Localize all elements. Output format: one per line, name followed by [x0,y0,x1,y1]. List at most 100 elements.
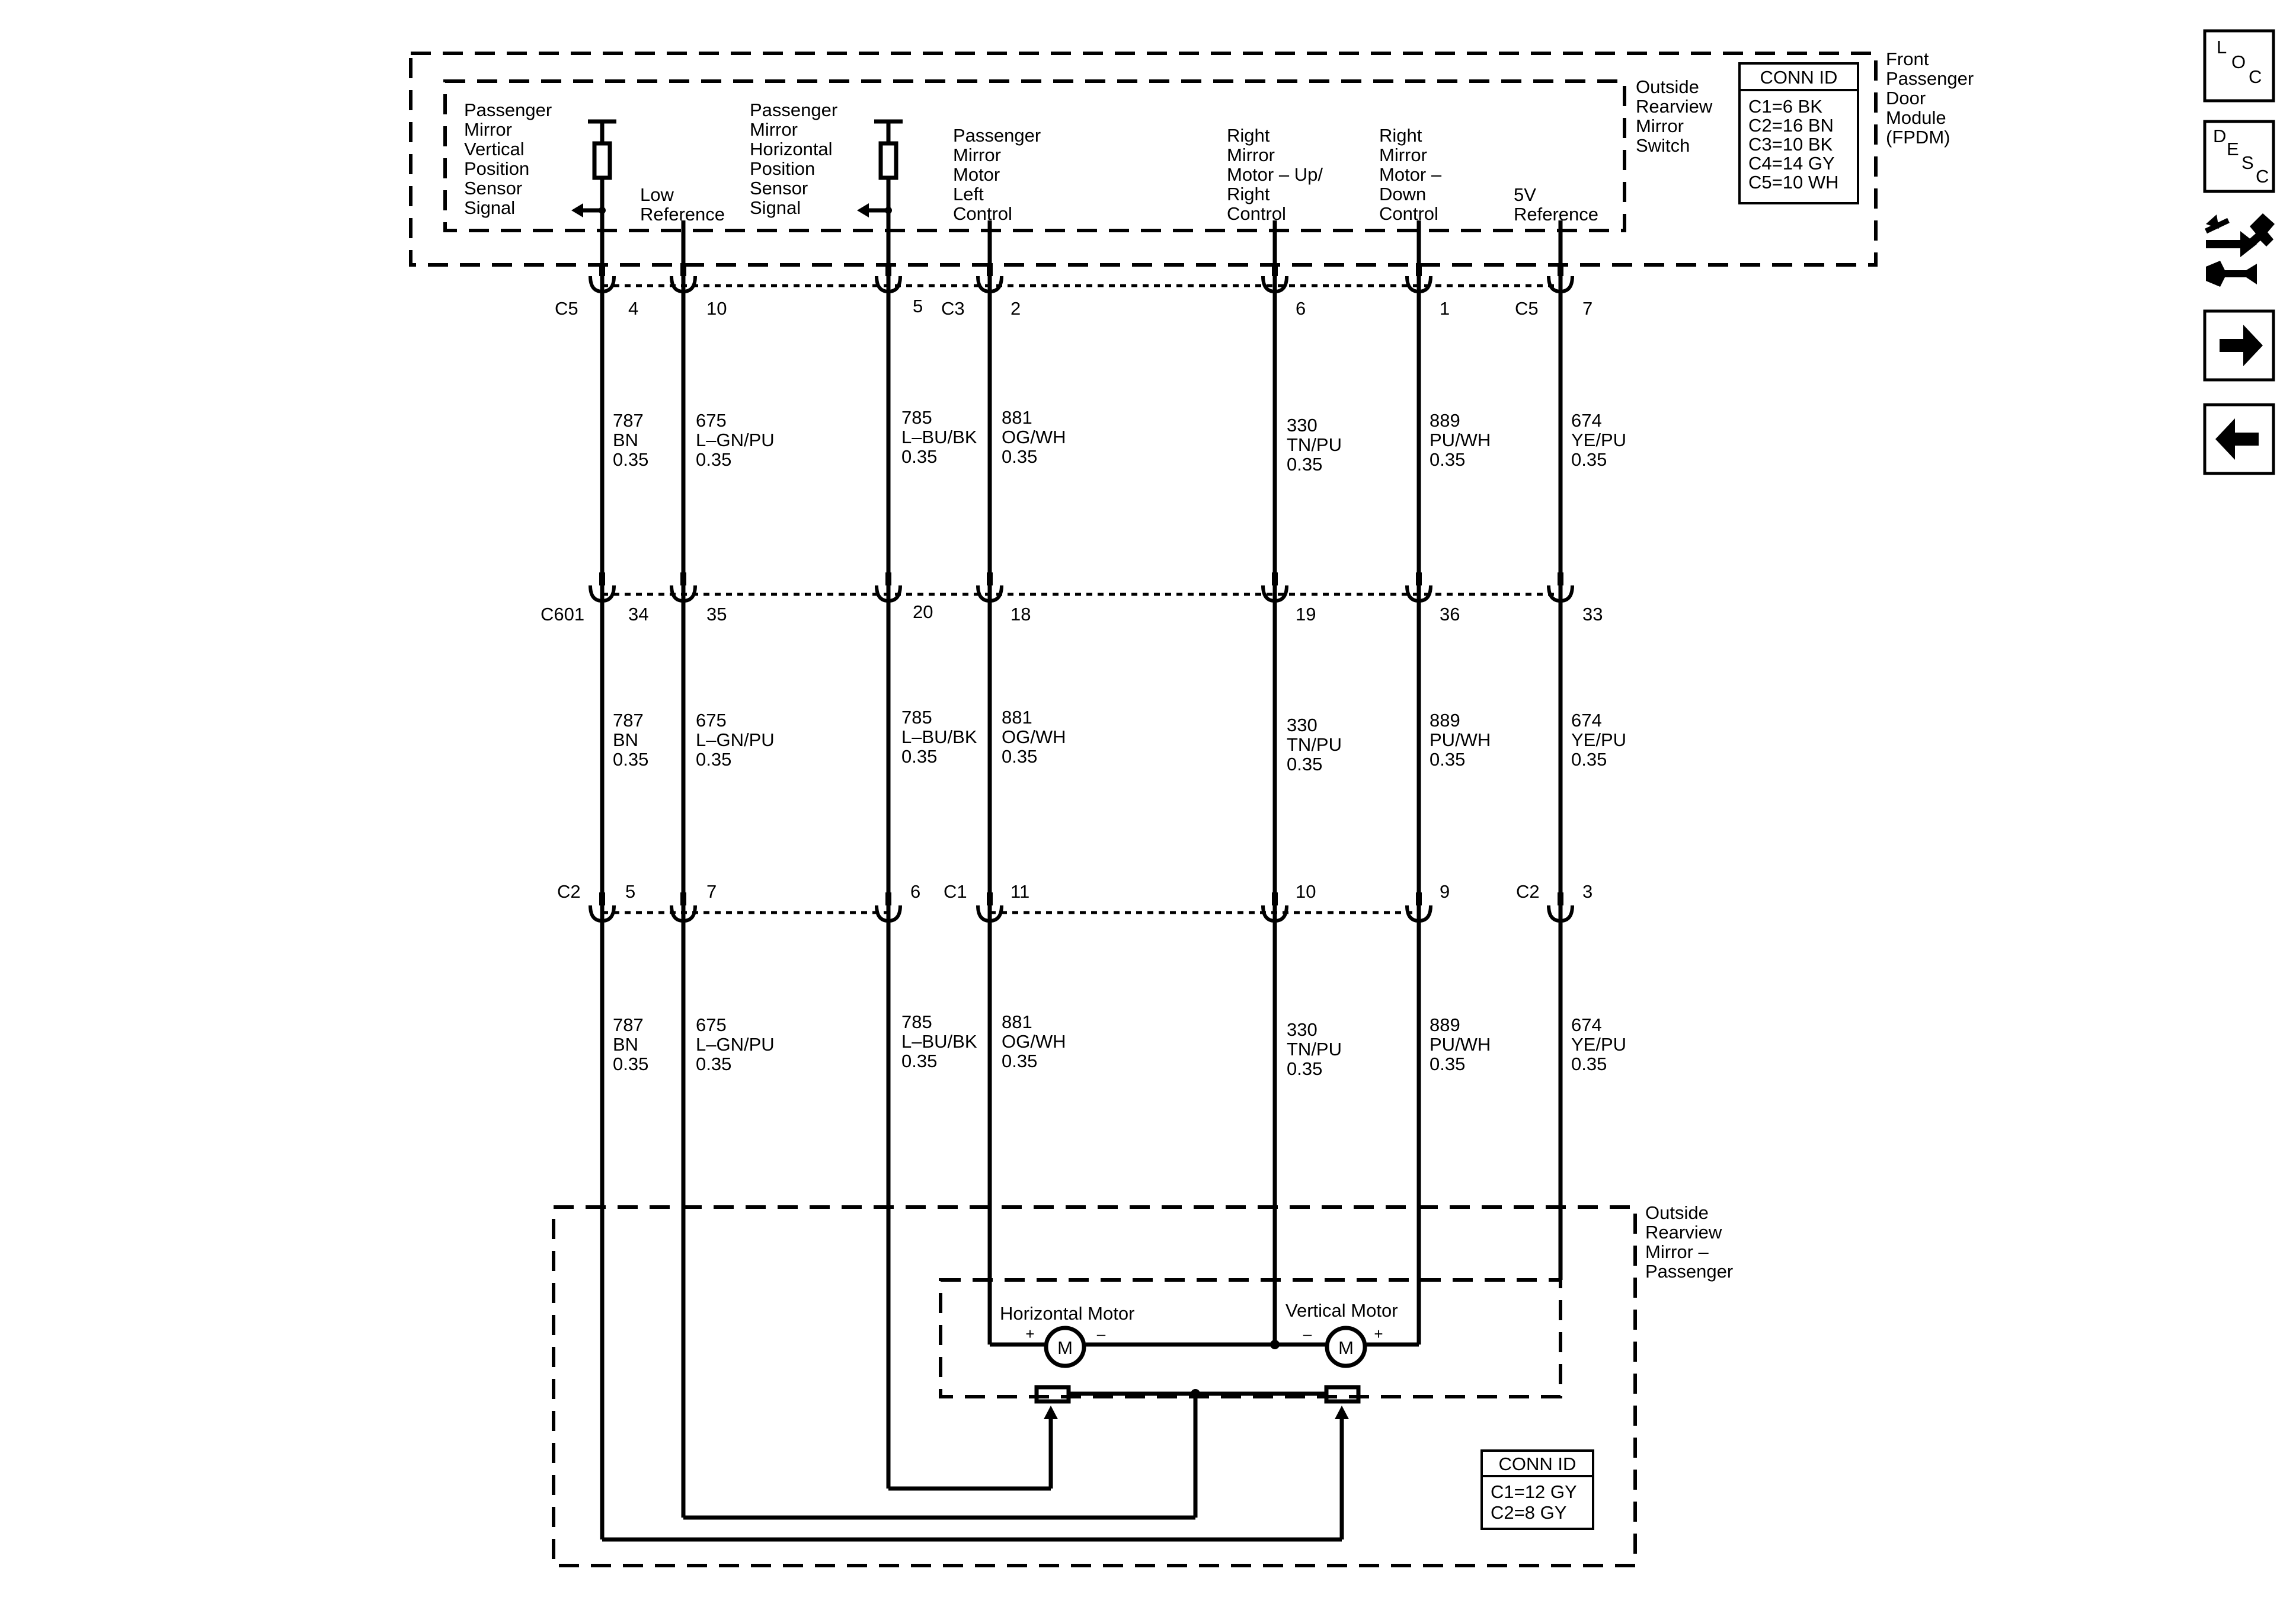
conn-row1-pin-3: 5 [913,296,923,316]
label-5v-reference: 5V Reference [1514,184,1598,225]
wire-label-s1-c4-color: OG/WH [1002,427,1066,447]
conn-row1-pin-6: 1 [1440,298,1450,319]
label-horiz-sensor-3: Horizontal [750,139,833,159]
wire-label-s3-c5-gauge: 0.35 [1287,1058,1322,1079]
label-5v-2: Reference [1514,204,1598,225]
label-left-ctrl-4: Left [953,184,984,204]
wire-label-s2-c2-gauge: 0.35 [696,749,731,770]
connector-cup-r2-c2 [670,585,697,603]
mirror-name-line-1: Outside [1645,1202,1709,1223]
label-vert-sensor-3: Vertical [464,139,525,159]
fpdm-conn-row-1: C1=6 BK [1748,96,1822,117]
fpdm-name-line-2: Passenger [1886,68,1974,89]
wire-label-s3-c5-color: TN/PU [1287,1039,1342,1060]
connector-pin-r3-c3 [885,892,891,905]
horizontal-motor-label: Horizontal Motor [1000,1303,1134,1324]
loc-letter-2: O [2231,52,2246,72]
conn-row1-pin-4: 2 [1011,298,1021,319]
label-horiz-sensor-5: Sensor [750,178,808,199]
arrow-left-icon[interactable] [2203,403,2275,475]
loc-button[interactable]: L O C [2203,29,2275,103]
horiz-sensor-resistor-symbol [857,119,903,217]
fpdm-module: Front Passenger Door Module (FPDM) CONN … [409,49,1974,267]
conn-row2-pin-6: 36 [1440,604,1460,625]
wire-label-s1-c5-circuit: 330 [1287,415,1318,436]
conn-row3-pin-4: 11 [1011,881,1029,902]
wire-label-s1-c7-circuit: 674 [1571,410,1602,431]
connector-cup-r1-c7 [1547,276,1574,294]
desc-button[interactable]: D E S C [2203,120,2275,193]
loc-letter-3: C [2249,66,2262,87]
desc-letter-2: E [2227,139,2239,159]
label-left-ctrl-5: Control [953,203,1012,224]
label-5v-1: 5V [1514,184,1536,205]
vertical-motor-minus: – [1303,1325,1312,1343]
wire-label-s3-c1-circuit: 787 [613,1014,644,1035]
connector-cup-r3-c2 [670,905,697,923]
connector-cup-r3-c3 [875,905,902,923]
mirror-name-line-3: Mirror – [1645,1241,1709,1262]
connector-pin-r2-c3 [885,572,891,585]
label-up-right-5: Control [1227,203,1286,224]
label-horiz-sensor-2: Mirror [750,119,798,140]
label-up-right-3: Motor – Up/ [1227,164,1323,185]
wire-label-s2-c7-circuit: 674 [1571,710,1602,731]
connector-pin-r3-c6 [1416,892,1422,905]
wire-label-s1-c3-gauge: 0.35 [901,446,937,467]
connector-pin-r3-c5 [1272,892,1278,905]
connector-cup-r3-c7 [1547,905,1574,923]
conn-row3-pin-3: 6 [910,881,920,902]
connector-cup-r1-c3 [875,276,902,294]
label-horiz-sensor-4: Position [750,158,815,179]
loc-letter-1: L [2217,37,2227,57]
wire-label-s2-c3-color: L–BU/BK [901,726,977,747]
wire-label-s1-c1-color: BN [613,430,638,450]
wire-label-s1-c3-color: L–BU/BK [901,427,977,447]
wire-labels: 787BN0.35675L–GN/PU0.35785L–BU/BK0.35881… [613,407,1626,1079]
vertical-position-sensor [1324,1385,1361,1419]
connector-row-2: C601 34 35 20 18 19 36 33 [541,593,1603,625]
wire-paths [600,210,1563,1542]
mirror-name-line-2: Rearview [1645,1222,1722,1243]
conn-row3-pin-5: 10 [1296,881,1316,902]
label-down-3: Motor – [1379,164,1442,185]
fpdm-conn-row-4: C4=14 GY [1748,153,1835,174]
fpdm-name-line-3: Door [1886,88,1926,108]
wire-label-s2-c3-gauge: 0.35 [901,746,937,767]
label-vert-sensor-2: Mirror [464,119,512,140]
wire-label-s2-c6-color: PU/WH [1430,729,1491,750]
connector-pin-r2-c7 [1558,572,1563,585]
wire-label-s3-c7-circuit: 674 [1571,1014,1602,1035]
wire-label-s3-c3-color: L–BU/BK [901,1031,977,1052]
connector-cup-r2-c3 [875,585,902,603]
connector-tools-icon[interactable] [2205,213,2275,287]
switch-name-line-2: Rearview [1636,96,1713,117]
conn-row1-name-2: C3 [941,298,965,319]
connector-pin-r3-c7 [1558,892,1563,905]
connector-cup-r2-c1 [589,585,616,603]
wire-label-s1-c6-circuit: 889 [1430,410,1460,431]
label-down-4: Down [1379,184,1426,204]
arrow-right-icon[interactable] [2203,309,2275,382]
conn-row2-pin-2: 35 [706,604,727,625]
conn-row1-pin-7: 7 [1582,298,1593,319]
vertical-motor-plus: + [1374,1325,1383,1343]
label-low-reference: Low Reference [640,184,725,225]
wire-label-s2-c7-gauge: 0.35 [1571,749,1607,770]
label-up-right-2: Mirror [1227,145,1275,165]
wire-label-s2-c4-circuit: 881 [1002,707,1032,728]
conn-row3-pin-1: 5 [625,881,635,902]
connector-cup-r3-c6 [1405,905,1432,923]
conn-row1-pin-1: 4 [628,298,638,319]
label-vert-sensor-1: Passenger [464,100,552,120]
wire-label-s1-c5-color: TN/PU [1287,434,1342,455]
connector-cup-r3-c4 [976,905,1003,923]
outside-rearview-mirror-switch: Outside Rearview Mirror Switch Passenger… [443,76,1713,232]
mirror-conn-id-title: CONN ID [1499,1454,1576,1474]
connector-cup-r2-c4 [976,585,1003,603]
horizontal-motor-circle [1044,1326,1086,1368]
wire-label-s2-c4-gauge: 0.35 [1002,746,1037,767]
wire-label-s1-c1-circuit: 787 [613,410,644,431]
conn-row2-pin-4: 18 [1011,604,1031,625]
